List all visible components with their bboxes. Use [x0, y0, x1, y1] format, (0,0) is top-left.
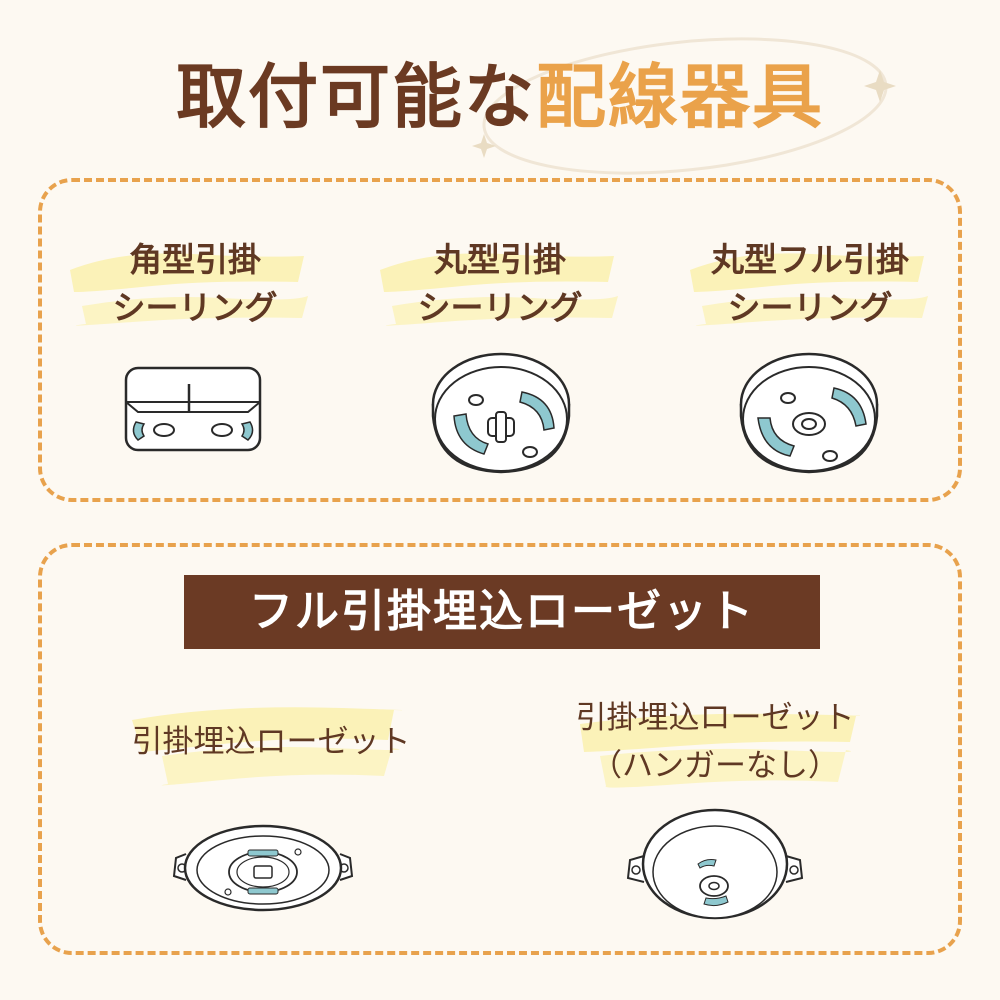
highlight-stroke: [580, 713, 860, 788]
round-ceiling-icon: [431, 352, 571, 474]
rosette-panel: [38, 543, 962, 955]
round-full-ceiling-icon: [739, 352, 879, 474]
compatible-ceilings-panel: [38, 178, 962, 502]
rosette-label-standard: 引掛埋込ローゼット: [96, 718, 446, 766]
device-label-square: 角型引掛 シーリング: [62, 236, 328, 332]
title-part2: 配線器具: [536, 56, 824, 138]
highlight-stroke: [70, 253, 308, 326]
sparkle-icon: [472, 134, 496, 158]
device-label-line1: 丸型引掛: [434, 240, 566, 279]
rosette-label-no-hanger: 引掛埋込ローゼット （ハンガーなし）: [540, 694, 890, 790]
highlight-stroke: [132, 707, 402, 786]
embedded-rosette-icon: [172, 824, 354, 912]
device-label-line1: 丸型フル引掛: [711, 240, 909, 279]
square-ceiling-icon: [124, 366, 262, 452]
rosette-label-line1: 引掛埋込ローゼット: [131, 724, 411, 760]
device-label-line2: シーリング: [417, 288, 583, 327]
rosette-banner: フル引掛埋込ローゼット: [184, 575, 820, 649]
device-label-line2: シーリング: [112, 288, 278, 327]
device-label-round: 丸型引掛 シーリング: [362, 236, 638, 332]
title-part1: 取付可能な: [176, 56, 536, 138]
rosette-label-line1: 引掛埋込ローゼット: [575, 700, 855, 736]
device-label-round-full: 丸型フル引掛 シーリング: [672, 236, 948, 332]
device-label-line2: シーリング: [727, 288, 893, 327]
sparkle-icon: [864, 70, 896, 102]
highlight-stroke: [690, 253, 928, 326]
page-title: 取付可能な配線器具: [0, 52, 1000, 142]
title-decoration: [472, 37, 896, 175]
highlight-stroke: [380, 253, 618, 326]
embedded-rosette-no-hanger-icon: [626, 808, 804, 920]
device-label-line1: 角型引掛: [129, 240, 261, 279]
rosette-label-line2: （ハンガーなし）: [591, 748, 839, 784]
